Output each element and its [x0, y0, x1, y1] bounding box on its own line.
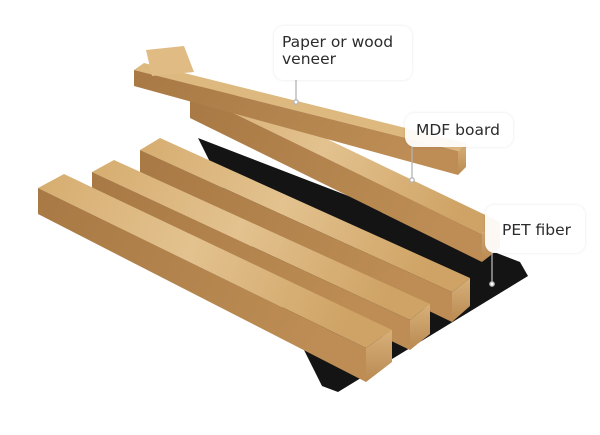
pet-label: PET fiber	[502, 221, 572, 239]
veneer-label-box	[274, 26, 412, 80]
mdf-label-box	[405, 113, 513, 147]
veneer-layer	[134, 46, 466, 175]
veneer-label-line1: Paper or wood	[282, 33, 394, 51]
wood-slat-front	[38, 174, 392, 382]
callout-pins	[293, 78, 495, 287]
mdf-label: MDF board	[416, 121, 500, 139]
pet-label-box	[485, 205, 585, 253]
veneer-label-line2: veneer	[282, 50, 336, 68]
